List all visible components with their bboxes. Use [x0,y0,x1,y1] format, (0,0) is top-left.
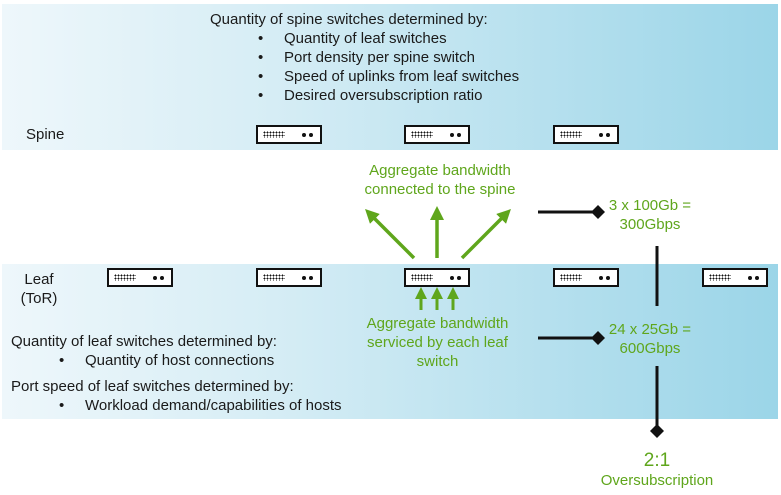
downlink-label-line: serviced by each leaf [367,334,508,351]
downlink-label-line: switch [416,353,459,370]
spine-criteria-item: Port density per spine switch [256,48,519,67]
switch-led-icon [302,133,306,137]
leaf-label-line: (ToR) [20,290,58,307]
spine-criteria-block: Quantity of spine switches determined by… [210,10,519,105]
uplink-connector-diamond-icon [591,205,605,219]
spine-criteria-heading: Quantity of spine switches determined by… [210,11,488,28]
switch-led-icon [160,276,164,280]
downlink-calc-label: 24 x 25Gb = 600Gbps [600,320,700,358]
spine-switch-2 [404,125,470,144]
downlink-bandwidth-label: Aggregate bandwidth serviced by each lea… [350,314,525,371]
spine-criteria-item: Desired oversubscription ratio [256,86,519,105]
leaf-quantity-list: Quantity of host connections [57,351,277,370]
switch-led-icon [457,133,461,137]
switch-ports-icon [560,131,582,138]
uplink-arrow-left-icon [365,209,416,260]
switch-led-icon [450,276,454,280]
switch-led-icon [309,276,313,280]
spine-switch-3 [553,125,619,144]
spine-criteria-item: Quantity of leaf switches [256,29,519,48]
downlink-calc-line: 600Gbps [619,340,681,357]
switch-ports-icon [709,274,731,281]
leaf-quantity-item: Quantity of host connections [57,351,277,370]
uplink-calc-label: 3 x 100Gb = 300Gbps [600,196,700,234]
switch-ports-icon [411,131,433,138]
switch-ports-icon [263,274,285,281]
leaf-quantity-criteria: Quantity of leaf switches determined by:… [11,332,277,370]
spine-switch-1 [256,125,322,144]
switch-led-icon [606,133,610,137]
leaf-speed-item: Workload demand/capabilities of hosts [57,396,342,415]
downlink-label-line: Aggregate bandwidth [366,315,509,332]
leaf-switch-4 [553,268,619,287]
downlink-connector-diamond-icon [591,331,605,345]
oversubscription-label: Oversubscription [600,472,714,489]
switch-ports-icon [263,131,285,138]
downlink-calc-line: 24 x 25Gb = [608,321,692,338]
switch-led-icon [599,133,603,137]
leaf-speed-criteria: Port speed of leaf switches determined b… [11,377,342,415]
uplink-arrow-right-icon [460,209,511,260]
leaf-switch-3 [404,268,470,287]
leaf-speed-heading: Port speed of leaf switches determined b… [11,378,294,395]
switch-led-icon [309,133,313,137]
leaf-quantity-heading: Quantity of leaf switches determined by: [11,333,277,350]
oversubscription-ratio: 2:1 [643,450,671,471]
switch-led-icon [755,276,759,280]
leaf-layer-label: Leaf (ToR) [14,270,64,308]
leaf-label-line: Leaf [24,271,54,288]
uplink-label-line: connected to the spine [364,181,516,198]
leaf-switch-5 [702,268,768,287]
leaf-layer-band [2,264,778,419]
leaf-speed-list: Workload demand/capabilities of hosts [57,396,342,415]
switch-ports-icon [560,274,582,281]
leaf-switch-1 [107,268,173,287]
switch-led-icon [599,276,603,280]
switch-led-icon [748,276,752,280]
spine-layer-label: Spine [26,126,65,143]
switch-led-icon [606,276,610,280]
uplink-bandwidth-label: Aggregate bandwidth connected to the spi… [355,161,525,199]
ratio-connector-diamond-icon [650,424,664,438]
switch-led-icon [153,276,157,280]
uplink-calc-line: 300Gbps [619,216,681,233]
switch-led-icon [302,276,306,280]
spine-criteria-item: Speed of uplinks from leaf switches [256,67,519,86]
uplink-label-line: Aggregate bandwidth [369,162,511,179]
spine-criteria-list: Quantity of leaf switches Port density p… [256,29,519,105]
switch-led-icon [457,276,461,280]
leaf-switch-2 [256,268,322,287]
switch-led-icon [450,133,454,137]
uplink-calc-line: 3 x 100Gb = [608,197,692,214]
switch-ports-icon [114,274,136,281]
switch-ports-icon [411,274,433,281]
